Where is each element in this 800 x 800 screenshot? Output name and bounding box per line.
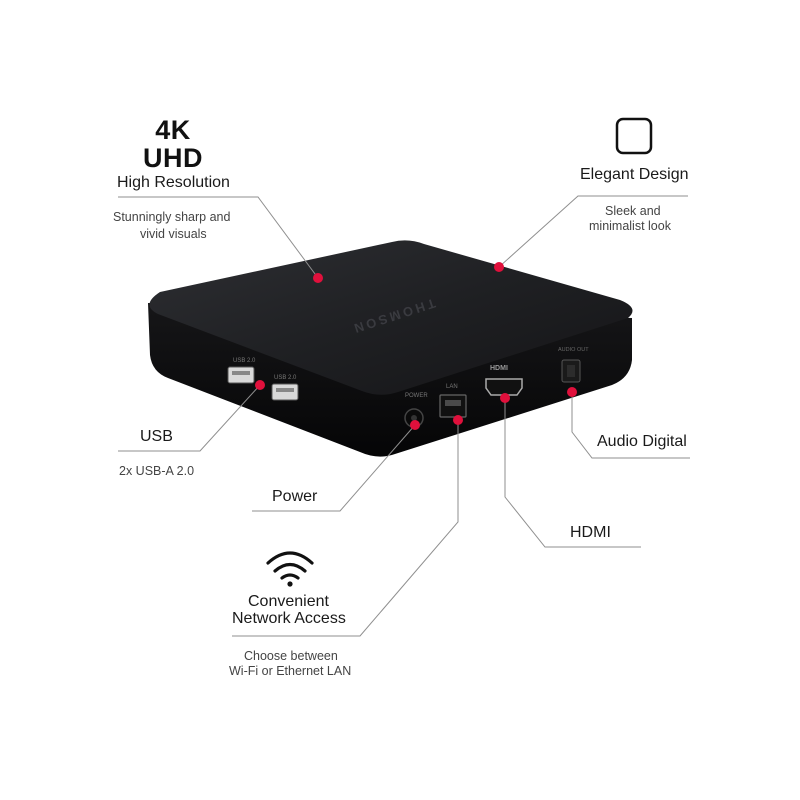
resolution-desc-line2: vivid visuals [140, 227, 207, 241]
hdmi-port [485, 378, 523, 396]
marker-hdmi [500, 393, 510, 403]
resolution-badge-4k: 4K [155, 115, 191, 145]
usb-ports: USB 2.0 USB 2.0 [227, 358, 299, 401]
usb-port-label-2: USB 2.0 [274, 375, 297, 381]
hdmi-port-label: HDMI [490, 365, 508, 372]
leader-line-network [232, 420, 459, 637]
feature-markers [255, 262, 577, 430]
rounded-square-icon [615, 117, 653, 155]
leader-line-power [252, 424, 416, 512]
marker-design [494, 262, 504, 272]
network-desc-line2: Wi-Fi or Ethernet LAN [229, 664, 352, 678]
wifi-icon [266, 551, 314, 587]
network-desc-line1: Choose between [244, 649, 338, 663]
marker-network [453, 415, 463, 425]
network-title-line1: Convenient [248, 593, 329, 610]
leader-line-resolution [118, 196, 319, 279]
leader-line-hdmi [504, 398, 641, 548]
audio-port-label: AUDIO OUT [558, 347, 589, 353]
marker-usb [255, 380, 265, 390]
marker-audio [567, 387, 577, 397]
network-title-line2: Network Access [232, 610, 346, 627]
power-title: Power [272, 488, 318, 505]
leader-line-design [498, 195, 688, 268]
design-desc-line2: minimalist look [589, 219, 671, 233]
usb-desc: 2x USB-A 2.0 [119, 464, 195, 478]
power-port-label: POWER [405, 393, 428, 399]
tv-box: THOMSON USB 2.0 USB 2.0 POWER LAN HDMI A… [148, 240, 633, 457]
design-title: Elegant Design [580, 166, 689, 183]
tv-box-top-face [149, 240, 633, 395]
hdmi-title: HDMI [570, 524, 611, 541]
marker-resolution [313, 273, 323, 283]
marker-power [410, 420, 420, 430]
design-desc-line1: Sleek and [605, 204, 661, 218]
leader-lines [118, 195, 690, 637]
leader-line-audio [571, 392, 690, 459]
lan-port-label: LAN [446, 384, 458, 390]
resolution-badge-uhd: UHD [143, 143, 203, 173]
resolution-title: High Resolution [117, 174, 230, 191]
leader-line-usb [118, 384, 261, 452]
audio-title: Audio Digital [597, 433, 687, 450]
usb-port-label-1: USB 2.0 [233, 358, 256, 364]
usb-title: USB [140, 428, 173, 445]
resolution-desc-line1: Stunningly sharp and [113, 210, 231, 224]
